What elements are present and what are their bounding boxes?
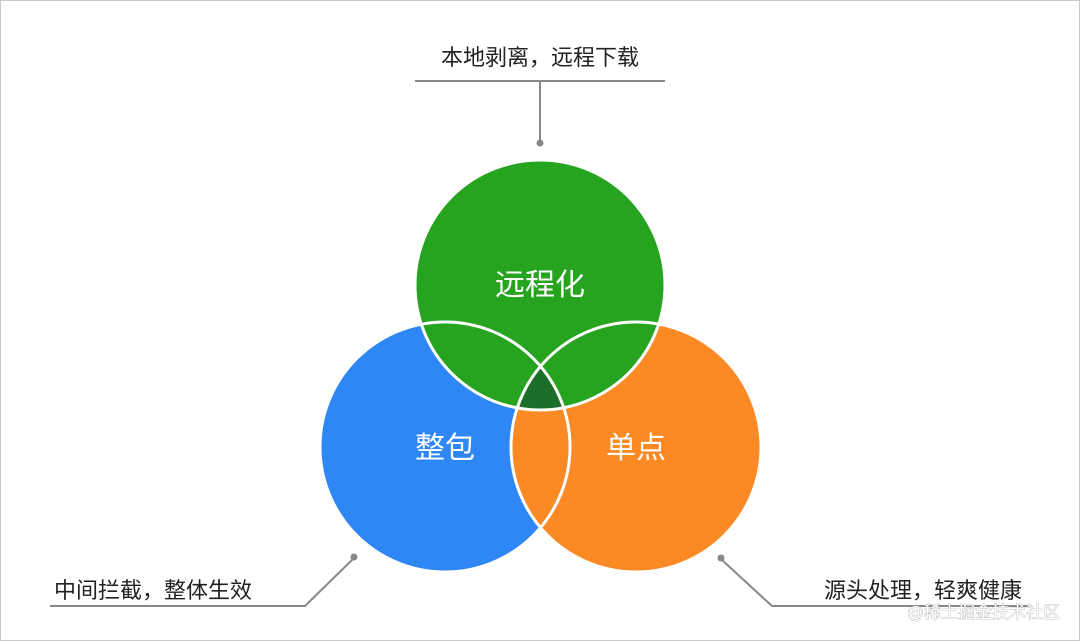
circle-outlines [318, 158, 763, 574]
right-callout-dot [717, 554, 725, 562]
watermark: @稀土掘金技术社区 [907, 603, 1060, 623]
callout-lines [50, 80, 1028, 607]
top-callout-dot [536, 139, 544, 147]
remote-circle [415, 160, 665, 410]
right-callout-text: 源头处理，轻爽健康 [824, 579, 1022, 604]
left-callout-dot [350, 553, 358, 561]
left-callout-text: 中间拦截，整体生效 [54, 579, 252, 604]
top-callout-text: 本地剥离，远程下载 [441, 46, 639, 71]
single-point-circle-label: 单点 [606, 431, 666, 466]
bundle-circle-label: 整包 [415, 431, 475, 466]
left-callout-leader [50, 558, 354, 607]
right-callout-leader [721, 559, 1028, 607]
remote-circle-label: 远程化 [495, 268, 585, 303]
